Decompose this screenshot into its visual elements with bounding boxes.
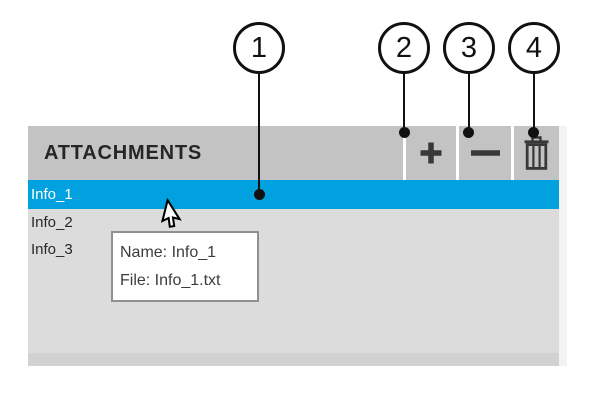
callout-line-4 xyxy=(533,73,535,130)
callout-number-4: 4 xyxy=(525,31,543,64)
callout-number-3: 3 xyxy=(460,31,478,64)
panel-title: ATTACHMENTS xyxy=(44,141,203,164)
callout-number-1: 1 xyxy=(250,31,268,64)
add-attachment-button[interactable] xyxy=(403,126,456,180)
list-item-info-1[interactable]: Info_1 xyxy=(28,180,559,209)
callout-line-1 xyxy=(258,73,260,192)
attachments-toolbar xyxy=(403,126,559,180)
list-item-info-2[interactable]: Info_2 xyxy=(31,214,73,231)
callout-number-2: 2 xyxy=(395,31,413,64)
scrollbar-track xyxy=(559,126,567,366)
callout-circle-3: 3 xyxy=(443,22,495,74)
callout-circle-1: 1 xyxy=(233,22,285,74)
list-item-info-3[interactable]: Info_3 xyxy=(31,241,73,258)
callout-line-3 xyxy=(468,73,470,130)
tooltip-file-line: File: Info_1.txt xyxy=(120,272,221,289)
trash-icon xyxy=(524,136,549,170)
delete-attachment-button[interactable] xyxy=(511,126,559,180)
attachment-tooltip: Name: Info_1 File: Info_1.txt xyxy=(111,231,259,302)
mouse-cursor-icon xyxy=(160,198,182,228)
callout-circle-4: 4 xyxy=(508,22,560,74)
plus-icon xyxy=(420,142,442,164)
minus-icon xyxy=(470,150,500,156)
callout-dot-1 xyxy=(254,189,265,200)
callout-dot-4 xyxy=(528,127,539,138)
callout-dot-2 xyxy=(399,127,410,138)
attachments-list: Info_1 Info_2 Info_3 xyxy=(28,180,559,353)
callout-line-2 xyxy=(403,73,405,130)
remove-attachment-button[interactable] xyxy=(456,126,511,180)
callout-circle-2: 2 xyxy=(378,22,430,74)
tooltip-name-line: Name: Info_1 xyxy=(120,244,217,261)
callout-dot-3 xyxy=(463,127,474,138)
attachments-header: ATTACHMENTS xyxy=(28,126,559,180)
panel-bottom-edge xyxy=(28,353,559,366)
